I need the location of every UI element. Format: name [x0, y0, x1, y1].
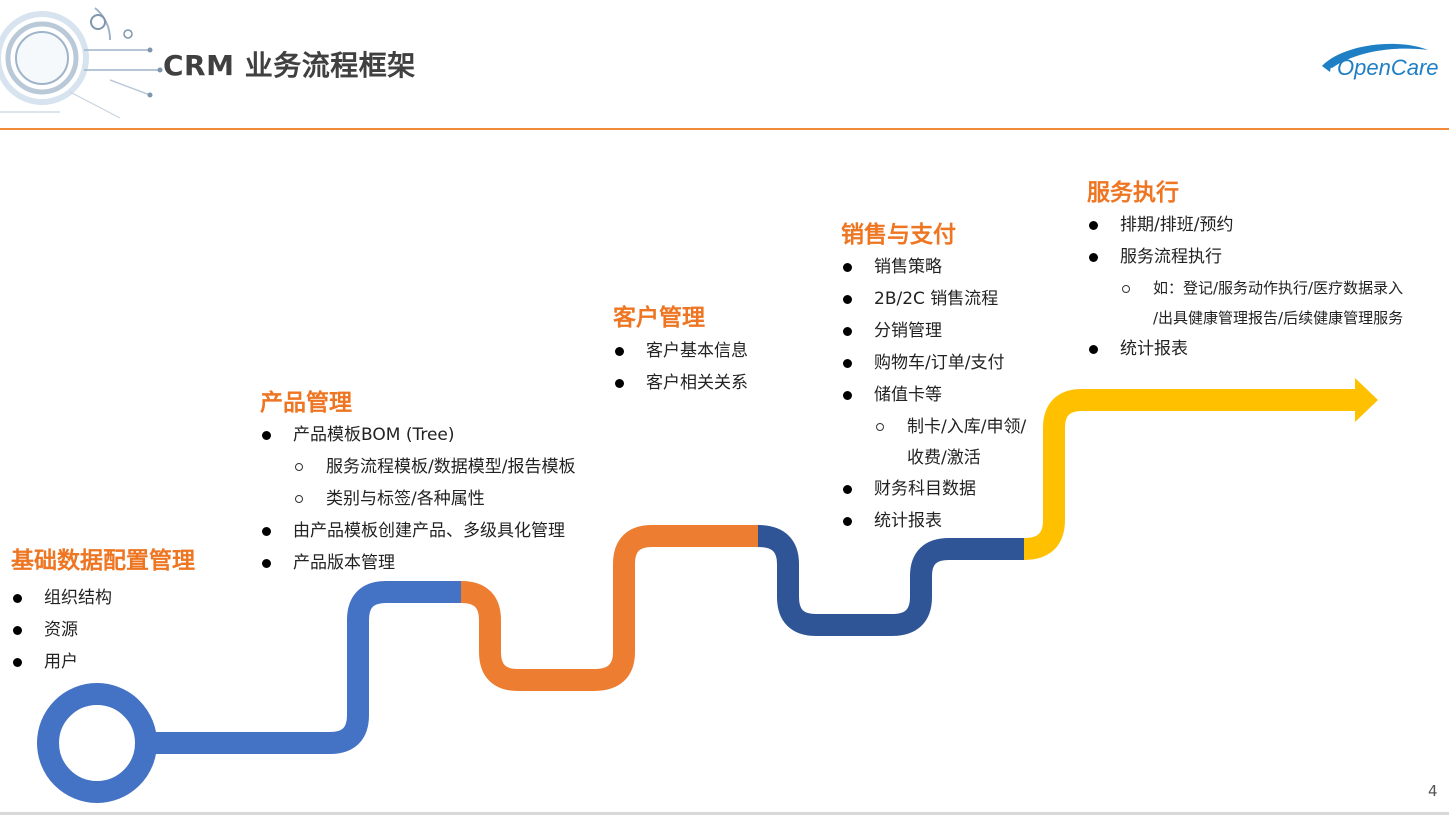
list-item: 由产品模板创建产品、多级具化管理 — [260, 515, 575, 547]
road-arrow-head — [1355, 378, 1378, 422]
list-item: 统计报表 — [841, 505, 1026, 537]
list-item: 组织结构 — [11, 582, 195, 614]
section-product: 产品管理 产品模板BOM (Tree) 服务流程模板/数据模型/报告模板 类别与… — [260, 383, 575, 579]
road-segment-yellow — [1023, 389, 1360, 560]
list-item: 储值卡等 — [841, 379, 1026, 411]
footer-divider — [0, 812, 1449, 815]
list-subitem-continued: 收费/激活 — [907, 448, 981, 468]
page-title: CRM 业务流程框架 — [163, 49, 416, 82]
list-subitem: 制卡/入库/申领/ — [841, 411, 1026, 443]
list-item: 资源 — [11, 614, 195, 646]
opencare-logo — [1322, 43, 1428, 72]
list-item: 用户 — [11, 646, 195, 678]
list-item: 客户相关关系 — [613, 367, 748, 399]
logo-text: OpenCare — [1337, 55, 1439, 80]
list-item: 购物车/订单/支付 — [841, 347, 1026, 379]
list-item: 2B/2C 销售流程 — [841, 283, 1026, 315]
page-number: 4 — [1428, 782, 1438, 800]
road-start-circle — [37, 683, 157, 803]
header-divider — [0, 128, 1449, 130]
list-subitem-continued: /出具健康管理报告/后续健康管理服务 — [1153, 309, 1404, 327]
list-subitem: 服务流程模板/数据模型/报告模板 — [260, 451, 575, 483]
list-item: 产品模板BOM (Tree) — [260, 419, 575, 451]
road-segment-blue — [146, 581, 461, 754]
list-item: 排期/排班/预约 — [1087, 209, 1403, 241]
section-title: 基础数据配置管理 — [11, 548, 195, 574]
list-subitem: 如：登记/服务动作执行/医疗数据录入 — [1087, 273, 1403, 303]
section-title: 服务执行 — [1087, 180, 1179, 206]
road-segment-orange-high — [593, 525, 758, 691]
section-items: 产品模板BOM (Tree) 服务流程模板/数据模型/报告模板 类别与标签/各种… — [260, 419, 575, 579]
list-item: 统计报表 — [1087, 333, 1403, 365]
list-subitem: 类别与标签/各种属性 — [260, 483, 575, 515]
section-title: 客户管理 — [613, 305, 705, 331]
section-items: 客户基本信息 客户相关关系 — [613, 335, 748, 399]
list-item: 客户基本信息 — [613, 335, 748, 367]
section-items: 组织结构 资源 用户 — [11, 582, 195, 678]
list-item: 产品版本管理 — [260, 547, 575, 579]
section-items: 排期/排班/预约 服务流程执行 如：登记/服务动作执行/医疗数据录入 /出具健康… — [1087, 209, 1403, 365]
road-segment-orange-low — [460, 581, 594, 691]
section-service-execution: 服务执行 排期/排班/预约 服务流程执行 如：登记/服务动作执行/医疗数据录入 … — [1087, 173, 1403, 365]
section-title: 销售与支付 — [841, 222, 956, 248]
section-sales-payment: 销售与支付 销售策略 2B/2C 销售流程 分销管理 购物车/订单/支付 储值卡… — [841, 215, 1026, 537]
section-customer: 客户管理 客户基本信息 客户相关关系 — [613, 298, 748, 399]
section-items: 销售策略 2B/2C 销售流程 分销管理 购物车/订单/支付 储值卡等 制卡/入… — [841, 251, 1026, 537]
list-item: 服务流程执行 — [1087, 241, 1403, 273]
list-item: 销售策略 — [841, 251, 1026, 283]
road-segment-navy — [757, 525, 1024, 636]
section-title: 产品管理 — [260, 390, 352, 416]
list-item: 分销管理 — [841, 315, 1026, 347]
list-item: 财务科目数据 — [841, 473, 1026, 505]
section-basic-data: 基础数据配置管理 组织结构 资源 用户 — [11, 541, 195, 678]
header-decoration — [0, 7, 163, 119]
